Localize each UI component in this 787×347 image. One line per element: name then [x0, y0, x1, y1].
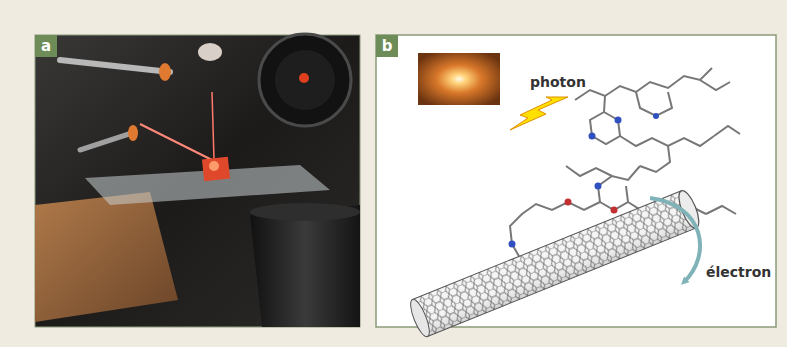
lightning-bolt: [510, 97, 568, 130]
panel-letter: a: [41, 37, 51, 55]
nanotube: [407, 188, 703, 339]
panel-letter: b: [382, 37, 393, 55]
panel-tag: b: [376, 35, 398, 57]
illustration-label: photon: [530, 74, 586, 91]
lab-photo: [35, 34, 360, 327]
light-photo: [418, 53, 500, 105]
illustration-label: électron: [706, 264, 771, 281]
electron-arrow: [650, 198, 700, 282]
panel-frame: [376, 35, 776, 327]
panel-tag: a: [35, 35, 57, 57]
